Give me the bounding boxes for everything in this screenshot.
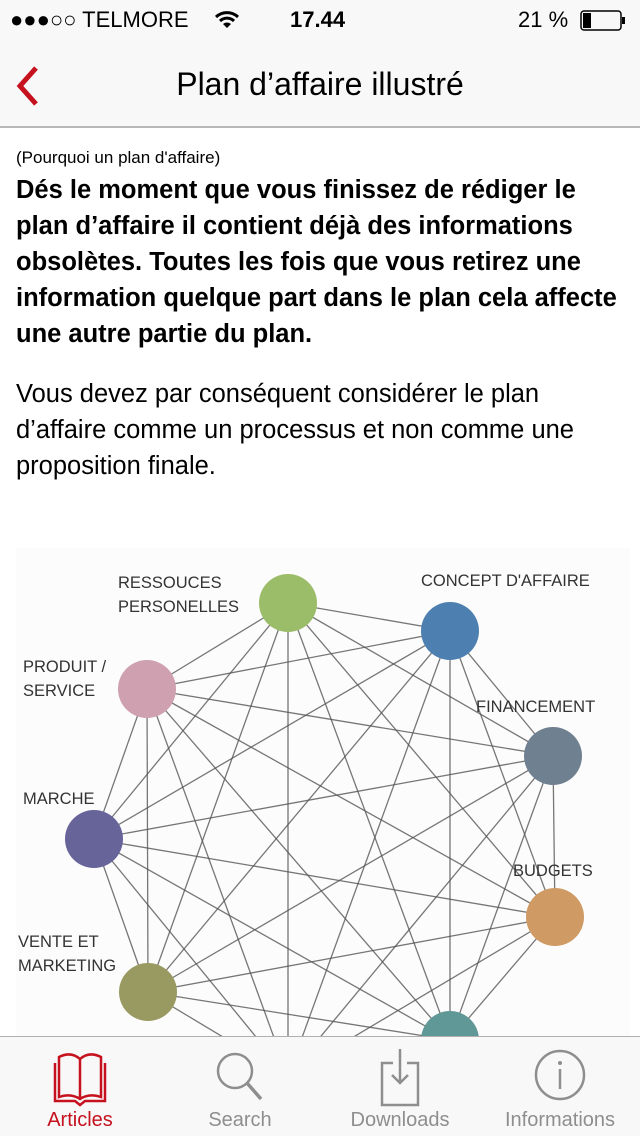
carrier: ●●●○○ TELMORE (10, 7, 189, 32)
diagram-edge (450, 755, 554, 1036)
diagram-node (65, 810, 123, 868)
page-title: Plan d’affaire illustré (176, 66, 464, 102)
diagram-edge (146, 688, 554, 757)
tab-label: Downloads (350, 1109, 450, 1131)
diagram-edge (320, 755, 554, 1036)
diagram-node (526, 888, 584, 946)
download-icon (380, 1049, 420, 1107)
article-kicker: (Pourquoi un plan d'affaire) (16, 148, 221, 167)
book-icon (53, 1053, 107, 1107)
battery-icon (580, 10, 625, 31)
diagram-edge (93, 755, 554, 840)
diagram-node (119, 963, 177, 1021)
diagram-edge (93, 838, 257, 1036)
battery-percent: 21 % (518, 7, 569, 32)
status-bar: ●●●○○ TELMORE 17.44 21 % (0, 0, 640, 40)
diagram-node-label: MARKETING (18, 957, 116, 975)
article-content[interactable]: (Pourquoi un plan d'affaire) Dés le mome… (0, 130, 640, 1036)
tab-articles[interactable]: Articles (0, 1037, 160, 1136)
diagram-node-label: RESSOUCES (118, 574, 222, 592)
tab-label: Articles (47, 1109, 113, 1131)
diagram-edge (287, 602, 554, 757)
search-icon (216, 1052, 263, 1101)
diagram-node-label: PERSONELLES (118, 598, 239, 616)
diagram-edge (146, 688, 275, 1036)
info-icon (534, 1049, 586, 1101)
diagram-edge (146, 688, 448, 1036)
diagram-node (421, 602, 479, 660)
tab-label: Informations (504, 1109, 616, 1131)
diagram-edge (147, 991, 429, 1036)
diagram-edge (449, 630, 556, 918)
diagram-edge (93, 838, 445, 1036)
diagram-edge (147, 755, 554, 993)
diagram-edge (146, 688, 149, 993)
diagram-node-label: BUDGETS (513, 862, 593, 880)
clock: 17.44 (290, 7, 346, 32)
article-lead: Dés le moment que vous finissez de rédig… (16, 176, 617, 348)
diagram-edge (93, 630, 451, 840)
diagram-node-label: SERVICE (23, 682, 95, 700)
diagram-node-label: MARCHE (23, 790, 95, 808)
diagram-node (259, 574, 317, 632)
diagram-node-label: VENTE ET (18, 933, 99, 951)
back-button[interactable] (14, 64, 44, 108)
diagram-edge (301, 630, 451, 1036)
diagram-edge (147, 630, 451, 993)
wifi-icon (214, 11, 240, 28)
tab-search[interactable]: Search (160, 1037, 320, 1136)
diagram-edge (93, 838, 556, 918)
diagram-node-label: PERSPECTIVE (484, 1034, 600, 1036)
tab-label: Search (208, 1109, 272, 1131)
diagram-node (118, 660, 176, 718)
navigation-bar: Plan d’affaire illustré (0, 40, 640, 128)
tab-bar: Articles Search Downloads Informations (0, 1036, 640, 1136)
diagram-edge (287, 602, 450, 1036)
diagram-node (421, 1011, 479, 1036)
diagram-node-label: PRODUIT / (23, 658, 107, 676)
diagram-edge (146, 688, 556, 918)
diagram-edge (353, 916, 556, 1036)
business-plan-diagram: RESSOUCES PERSONELLES CONCEPT D'AFFAIRE FIN… (16, 548, 630, 1036)
diagram-edge (287, 602, 556, 918)
article-body: Vous devez par conséquent considérer le … (16, 380, 574, 480)
diagram-edge (147, 916, 556, 993)
diagram-node-label: CONCEPT D'AFFAIRE (421, 572, 590, 590)
tab-informations[interactable]: Informations (480, 1037, 640, 1136)
diagram-edge (147, 602, 289, 993)
tab-downloads[interactable]: Downloads (320, 1037, 480, 1136)
diagram-node (524, 727, 582, 785)
diagram-edge (146, 630, 451, 690)
diagram-node-label: FINANCEMENT (476, 698, 595, 716)
diagram-edge (93, 602, 289, 840)
